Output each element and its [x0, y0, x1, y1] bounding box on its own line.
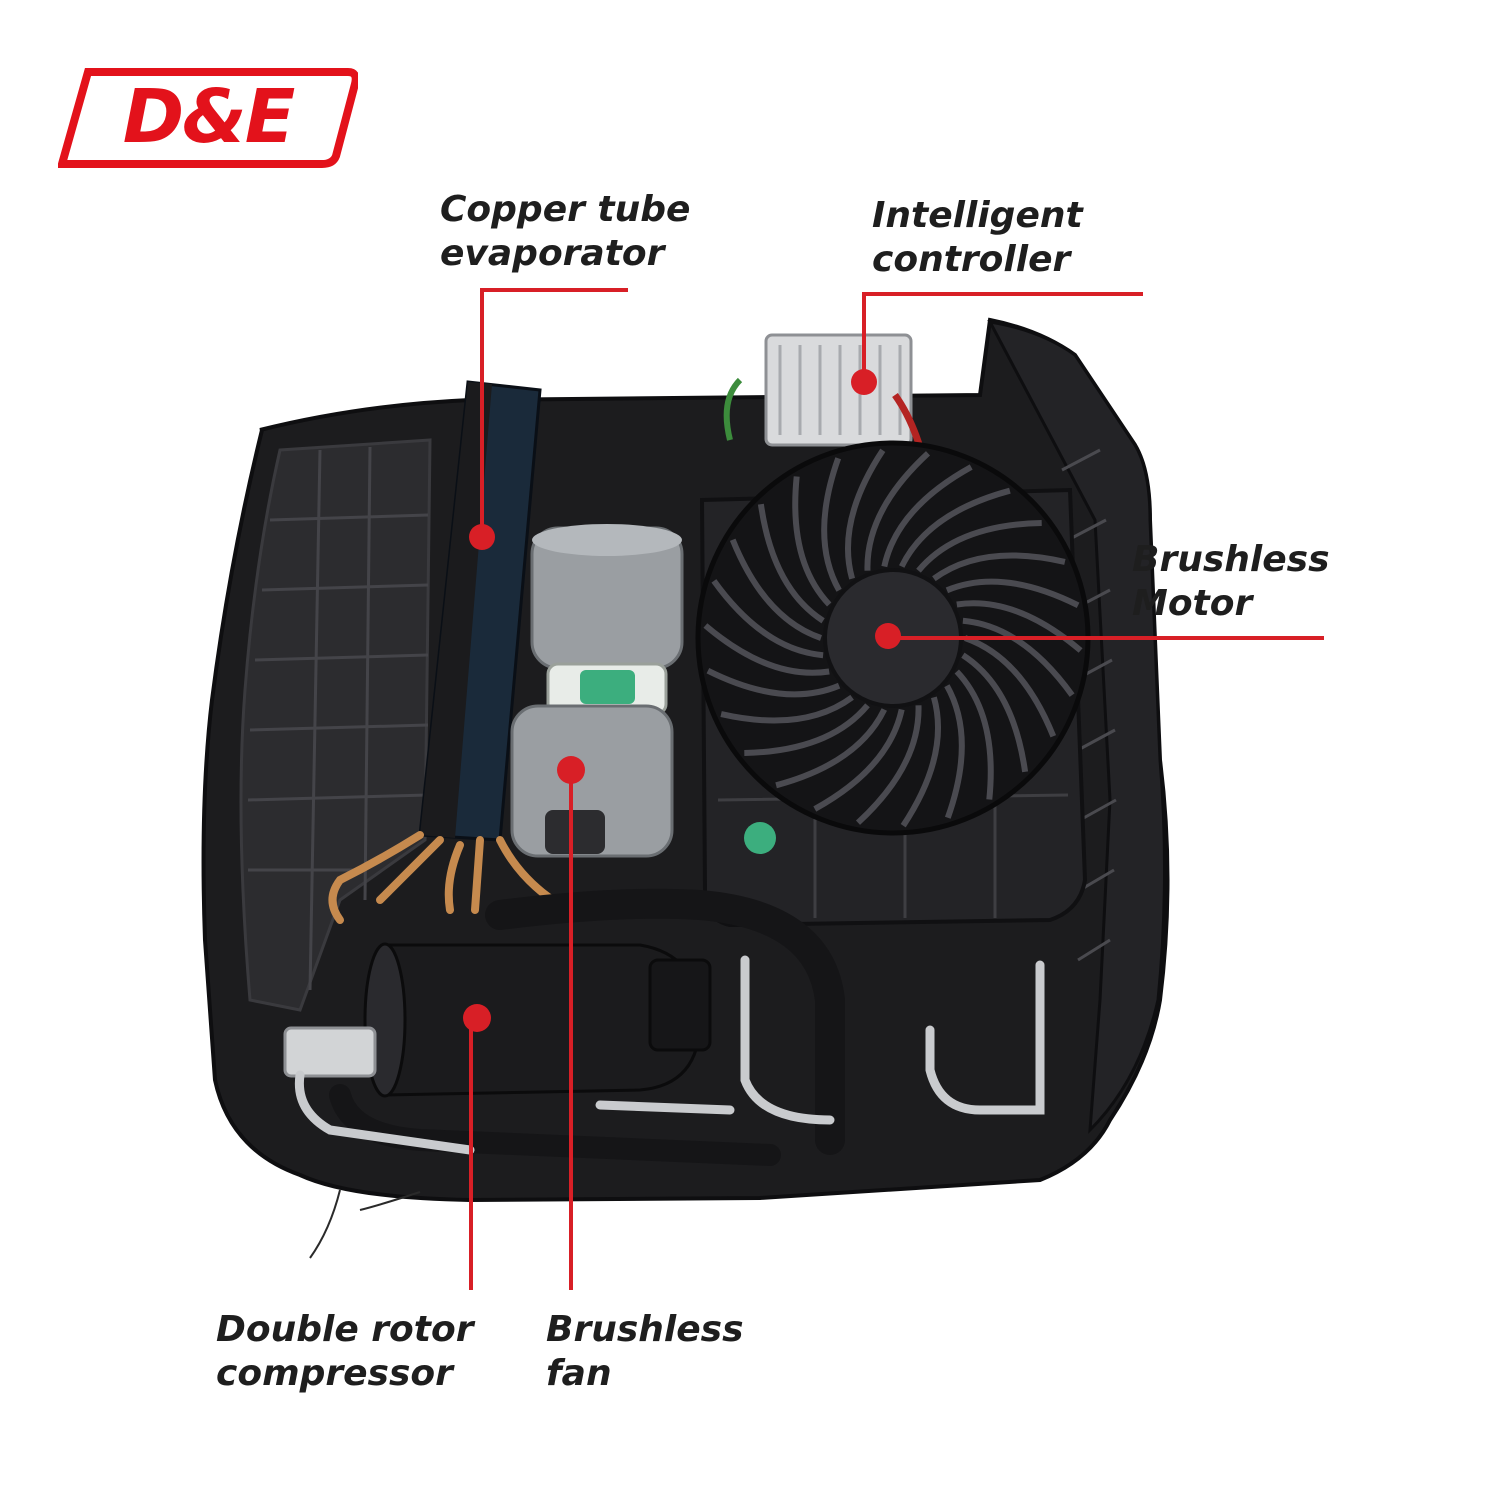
label-brushless-motor: Brushless Motor [1132, 538, 1330, 626]
label-compressor-line2: compressor [216, 1353, 453, 1394]
label-motor-line1: Brushless [1132, 539, 1330, 580]
leader-dots [463, 369, 901, 1032]
controller-wire-green [723, 377, 743, 441]
label-evaporator-line1: Copper tube [440, 189, 691, 230]
label-double-rotor-compressor: Double rotor compressor [216, 1308, 473, 1396]
loose-wire-2 [359, 1191, 421, 1211]
fan-blade [864, 451, 931, 571]
brand-logo-frame [58, 68, 358, 168]
label-intelligent-controller: Intelligent controller [872, 194, 1083, 282]
dot-evaporator [469, 524, 495, 550]
evaporator-foam [420, 382, 492, 838]
fan-blade [813, 708, 905, 812]
brand-logo-text: D&E [122, 74, 296, 160]
condenser-badge [744, 822, 776, 854]
fan-blade [729, 538, 822, 641]
fan-blade [881, 464, 973, 568]
dot-motor [875, 623, 901, 649]
fan-blade [954, 669, 994, 800]
compressor-valve [283, 1026, 377, 1078]
compressor-motor-head [648, 958, 712, 1052]
fan-blade [855, 705, 922, 825]
fan-blade [964, 635, 1057, 738]
fan-blade [775, 708, 887, 789]
fan-blade [792, 476, 832, 607]
label-controller-line1: Intelligent [872, 195, 1083, 236]
label-fan-line1: Brushless [546, 1309, 744, 1350]
fan-blade [706, 668, 841, 698]
fan-blade [916, 520, 1042, 573]
fan-blade [844, 448, 886, 580]
fan-blade [720, 694, 854, 724]
label-fan-line2: fan [546, 1353, 612, 1394]
leader-lines [469, 288, 1324, 1290]
fan-blade [900, 696, 942, 828]
label-evaporator-line2: evaporator [440, 233, 665, 274]
fan-blade [744, 703, 870, 756]
fan-blade [932, 552, 1066, 582]
label-brushless-fan: Brushless fan [546, 1308, 744, 1396]
label-compressor-line1: Double rotor [216, 1309, 474, 1350]
fan-blade [703, 623, 830, 676]
label-controller-line2: controller [872, 239, 1071, 280]
dot-compressor [463, 1004, 491, 1032]
fan-blade [821, 457, 842, 592]
label-copper-tube-evaporator: Copper tube evaporator [440, 188, 690, 276]
blower-motor-label [580, 670, 635, 704]
housing-left-panel [239, 438, 432, 1012]
blower-upper [530, 524, 684, 670]
fan-blade [899, 487, 1011, 568]
leader-evaporator [480, 288, 628, 535]
loose-wire [309, 1189, 341, 1259]
fan-blade [757, 503, 825, 624]
housing-right-wall [987, 320, 1167, 1134]
blower-lower [510, 704, 674, 858]
dot-fan [557, 756, 585, 784]
leader-controller [862, 292, 1143, 380]
label-motor-line2: Motor [1132, 583, 1253, 624]
housing-left-grid [247, 446, 429, 991]
fan-blade [711, 579, 824, 659]
copper-tubes [328, 831, 564, 924]
fan-blade [944, 684, 965, 819]
fan-blade [945, 578, 1080, 608]
fan-blade [961, 652, 1029, 773]
fan-blade [962, 617, 1075, 697]
brand-logo: D&E [58, 66, 358, 168]
dot-controller [851, 369, 877, 395]
